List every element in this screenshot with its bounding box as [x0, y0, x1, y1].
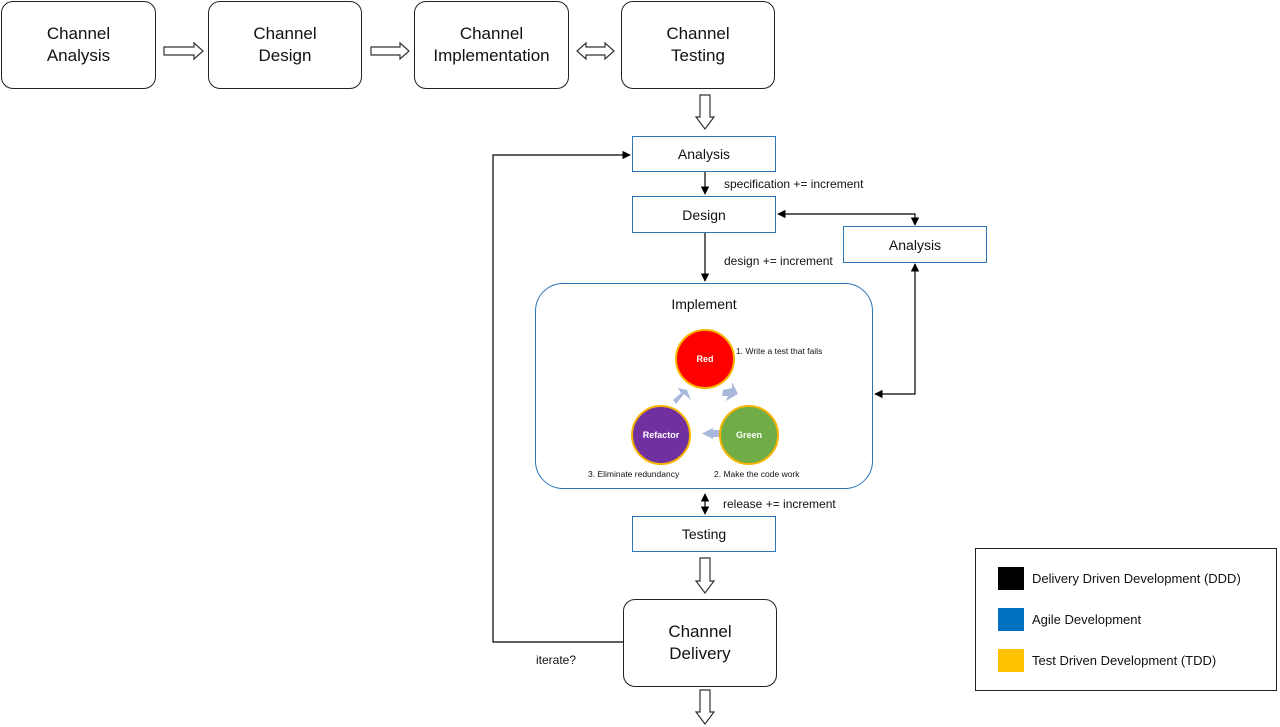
tdd-refactor-label: Refactor — [642, 430, 680, 440]
legend-item-agile: Agile Development — [998, 608, 1141, 631]
design-increment-label: design += increment — [724, 254, 833, 268]
channel-implementation-box: Channel Implementation — [414, 1, 569, 89]
channel-testing-box: Channel Testing — [621, 1, 775, 89]
channel-delivery-box: Channel Delivery — [623, 599, 777, 687]
specification-increment-label: specification += increment — [724, 177, 864, 191]
cycle-arrow-green-to-refactor-shaft — [712, 430, 720, 437]
agile-design-box: Design — [632, 196, 776, 233]
agile-design-label: Design — [682, 206, 726, 223]
channel-design-label: Channel Design — [253, 24, 317, 65]
tdd-green-label: Green — [735, 430, 762, 440]
legend-label-ddd: Delivery Driven Development (DDD) — [1032, 571, 1241, 586]
tdd-red-circle: Red — [675, 329, 735, 389]
channel-analysis-label: Channel Analysis — [46, 24, 111, 65]
iterate-label: iterate? — [536, 653, 577, 667]
tdd-step3-label: 3. Eliminate redundancy — [588, 469, 680, 479]
tdd-cycle-arrows — [673, 382, 738, 439]
release-increment-label: release += increment — [723, 497, 836, 511]
implement-title: Implement — [671, 296, 737, 312]
agile-analysis-label: Analysis — [677, 146, 731, 162]
edge-design-side-analysis — [777, 209, 920, 226]
tdd-red-label: Red — [696, 354, 714, 364]
agile-testing-box: Testing — [632, 516, 776, 552]
legend-swatch-tdd — [998, 649, 1024, 672]
channel-analysis-box: Channel Analysis — [1, 1, 156, 89]
agile-analysis-box: Analysis — [632, 136, 776, 172]
edge-side-analysis-implement — [874, 263, 920, 399]
legend-swatch-agile — [998, 608, 1024, 631]
agile-side-analysis-label: Analysis — [888, 236, 942, 253]
cycle-arrow-refactor-to-red — [673, 388, 691, 404]
tdd-refactor-circle: Refactor — [631, 405, 691, 465]
legend-label-agile: Agile Development — [1032, 612, 1142, 627]
tdd-step1-label: 1. Write a test that fails — [736, 346, 823, 356]
cycle-arrow-red-to-green — [722, 382, 738, 401]
legend: Delivery Driven Development (DDD) Agile … — [975, 548, 1277, 691]
arrow-delivery-down — [694, 689, 716, 725]
channel-testing-label: Channel Testing — [666, 24, 730, 65]
channel-delivery-label: Channel Delivery — [668, 622, 732, 663]
arrow-analysis-to-design — [163, 41, 204, 61]
arrow-testing-to-delivery — [694, 557, 716, 594]
legend-label-tdd: Test Driven Development (TDD) — [1032, 653, 1217, 668]
tdd-green-circle: Green — [719, 405, 779, 465]
arrow-testing-down — [694, 94, 716, 130]
channel-implementation-label: Channel Implementation — [433, 24, 550, 65]
legend-swatch-ddd — [998, 567, 1024, 590]
legend-item-ddd: Delivery Driven Development (DDD) — [998, 567, 1241, 590]
tdd-step2-label: 2. Make the code work — [714, 469, 800, 479]
arrow-implementation-testing-bidirectional — [576, 41, 615, 61]
legend-item-tdd: Test Driven Development (TDD) — [998, 649, 1216, 672]
edge-iterate-loop — [492, 150, 631, 643]
cycle-arrow-green-to-refactor — [702, 428, 713, 439]
agile-side-analysis-box: Analysis — [843, 226, 987, 263]
agile-testing-label: Testing — [681, 526, 727, 542]
arrow-design-to-implementation — [370, 41, 410, 61]
implement-container: Implement Red Green Refactor 1. Write a … — [535, 283, 873, 489]
channel-design-box: Channel Design — [208, 1, 362, 89]
